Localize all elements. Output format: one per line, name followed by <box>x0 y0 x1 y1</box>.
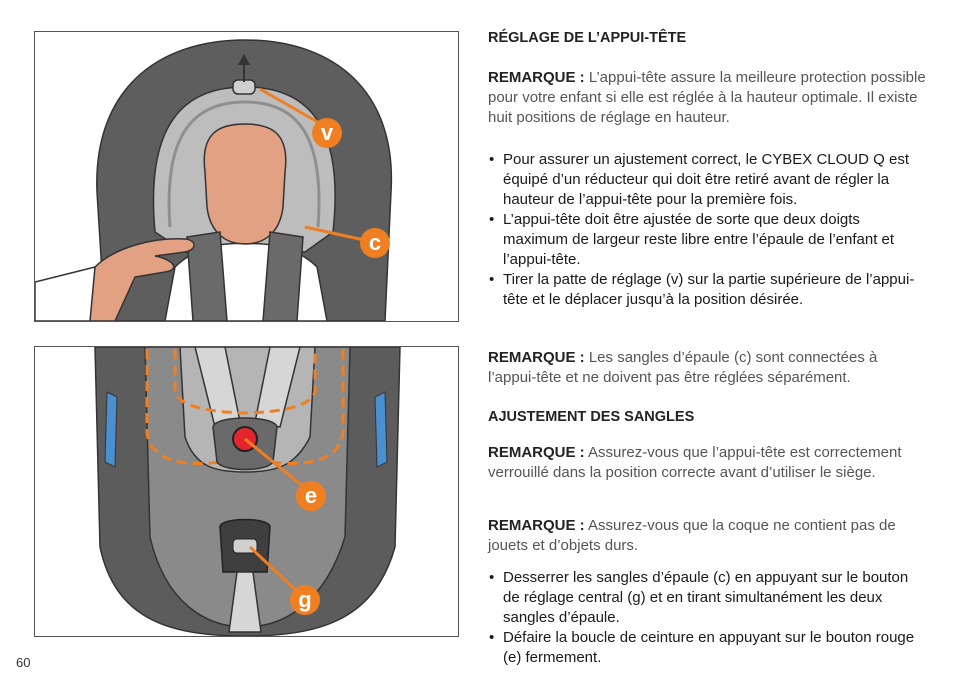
note-text: Assurez-vous que la coque ne contient pa… <box>488 517 896 554</box>
headrest-instructions: Pour assurer un ajustement correct, le C… <box>488 150 928 310</box>
headrest-drawing: v c <box>35 39 393 321</box>
note-label: REMARQUE : <box>488 349 585 366</box>
list-item: Desserrer les sangles d’épaule (c) en ap… <box>488 568 928 628</box>
label-v: v <box>321 120 334 145</box>
list-item: L’appui-tête doit être ajustée de sorte … <box>488 210 928 270</box>
note-shoulder-straps: REMARQUE : Les sangles d’épaule (c) sont… <box>488 348 928 388</box>
harness-illustration: e g <box>34 346 459 637</box>
heading-headrest: RÉGLAGE DE L’APPUI-TÊTE <box>488 30 687 46</box>
note-label: REMARQUE : <box>488 444 585 461</box>
note-text: Les sangles d’épaule (c) sont connectées… <box>488 349 878 386</box>
headrest-illustration: v c <box>34 31 459 322</box>
note-label: REMARQUE : <box>488 517 585 534</box>
heading-harness: AJUSTEMENT DES SANGLES <box>488 409 695 425</box>
note-text: Assurez-vous que l’appui-tête est correc… <box>488 444 902 481</box>
note-text: L’appui-tête assure la meilleure protect… <box>488 69 926 126</box>
list-item: Pour assurer un ajustement correct, le C… <box>488 150 928 210</box>
label-g: g <box>298 587 311 612</box>
harness-instructions: Desserrer les sangles d’épaule (c) en ap… <box>488 568 928 668</box>
list-item: Tirer la patte de réglage (v) sur la par… <box>488 270 928 310</box>
label-c: c <box>369 230 381 255</box>
harness-drawing: e g <box>94 347 401 636</box>
note-label: REMARQUE : <box>488 69 585 86</box>
label-e: e <box>305 483 317 508</box>
page-number: 60 <box>16 655 31 670</box>
list-item: Défaire la boucle de ceinture en appuyan… <box>488 628 928 668</box>
note-headrest-locked: REMARQUE : Assurez-vous que l’appui-tête… <box>488 443 928 483</box>
note-shell-empty: REMARQUE : Assurez-vous que la coque ne … <box>488 516 928 556</box>
note-headrest: REMARQUE : L’appui-tête assure la meille… <box>488 68 928 128</box>
